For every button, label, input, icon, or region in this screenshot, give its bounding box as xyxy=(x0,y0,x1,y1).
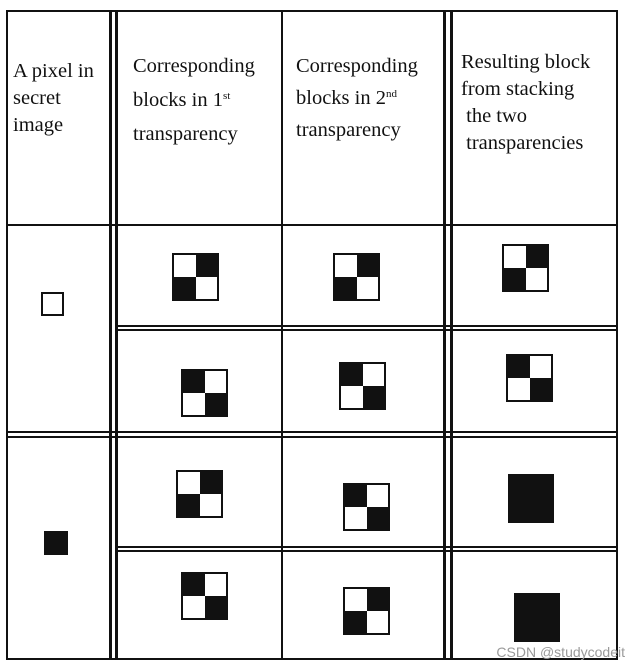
block-quadrant xyxy=(366,589,388,611)
block-quadrant xyxy=(508,356,530,378)
block-quadrant xyxy=(335,255,357,277)
row-divider-b xyxy=(6,436,618,438)
block-quadrant xyxy=(335,277,357,299)
subrow-divider-2a xyxy=(117,546,617,548)
block-quadrant xyxy=(174,255,196,277)
block-quadrant xyxy=(183,574,205,596)
stacked-block-black xyxy=(514,593,560,642)
row-divider-a xyxy=(6,431,618,433)
share-block xyxy=(343,587,390,635)
block-quadrant xyxy=(183,596,205,618)
subrow-divider-1a xyxy=(117,325,617,327)
block-quadrant xyxy=(204,393,226,415)
block-quadrant xyxy=(345,507,367,529)
secret-pixel-white xyxy=(41,292,64,316)
block-quadrant xyxy=(199,472,221,494)
subrow-divider-2b xyxy=(117,550,617,552)
share-block xyxy=(176,470,223,518)
block-quadrant xyxy=(195,255,217,277)
block-quadrant xyxy=(196,277,218,299)
block-quadrant xyxy=(530,356,552,378)
header-divider xyxy=(6,224,618,226)
block-quadrant xyxy=(345,589,367,611)
secret-pixel-black xyxy=(44,531,68,555)
block-quadrant xyxy=(204,596,226,618)
block-quadrant xyxy=(205,371,227,393)
block-quadrant xyxy=(205,574,227,596)
block-quadrant xyxy=(174,277,196,299)
table-border-top xyxy=(6,10,618,12)
block-quadrant xyxy=(183,393,205,415)
block-quadrant xyxy=(366,507,388,529)
double-divider-col1-a xyxy=(109,10,112,660)
block-quadrant xyxy=(345,611,367,633)
double-divider-col3-a xyxy=(443,10,446,660)
block-quadrant xyxy=(200,494,222,516)
block-quadrant xyxy=(362,386,384,408)
block-quadrant xyxy=(345,485,367,507)
share-block xyxy=(339,362,386,410)
block-quadrant xyxy=(367,611,389,633)
divider-col2 xyxy=(281,10,283,660)
block-quadrant xyxy=(508,378,530,400)
block-quadrant xyxy=(529,378,551,400)
stacked-block xyxy=(502,244,549,292)
header-second-transparency: Corresponding blocks in 2nd transparency xyxy=(296,55,418,141)
block-quadrant xyxy=(341,386,363,408)
subrow-divider-1b xyxy=(117,329,617,331)
share-block xyxy=(181,369,228,417)
block-quadrant xyxy=(178,494,200,516)
share-block xyxy=(181,572,228,620)
share-block xyxy=(172,253,219,301)
share-block xyxy=(343,483,390,531)
stacked-block-black xyxy=(508,474,554,523)
block-quadrant xyxy=(525,246,547,268)
share-block xyxy=(333,253,380,301)
table-border-right xyxy=(616,10,618,660)
table-border-left xyxy=(6,10,8,660)
block-quadrant xyxy=(357,277,379,299)
header-stacked-result: Resulting block from stacking the two tr… xyxy=(461,51,591,154)
block-quadrant xyxy=(526,268,548,290)
block-quadrant xyxy=(367,485,389,507)
header-secret-pixel: A pixel in secret image xyxy=(13,60,94,136)
block-quadrant xyxy=(178,472,200,494)
block-quadrant xyxy=(363,364,385,386)
double-divider-col1-b xyxy=(115,10,118,660)
stacked-block xyxy=(506,354,553,402)
block-quadrant xyxy=(356,255,378,277)
watermark: CSDN @studycodeit xyxy=(496,644,625,660)
double-divider-col3-b xyxy=(450,10,453,660)
block-quadrant xyxy=(341,364,363,386)
header-first-transparency: Corresponding blocks in 1st transparency xyxy=(133,55,255,145)
table-border-bottom xyxy=(6,658,618,660)
block-quadrant xyxy=(504,268,526,290)
block-quadrant xyxy=(504,246,526,268)
block-quadrant xyxy=(183,371,205,393)
